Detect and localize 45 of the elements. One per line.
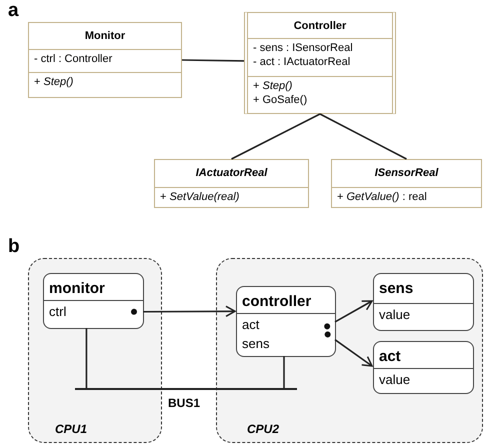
- cpu-region: [28, 258, 162, 443]
- reference-field: ctrl: [49, 303, 138, 322]
- class-name: Controller: [292, 19, 348, 34]
- class-name: ISensorReal: [374, 166, 440, 180]
- panel-letter: a: [8, 0, 19, 22]
- object-box: [236, 286, 336, 357]
- object-name: monitor: [49, 279, 106, 299]
- class-box: [28, 22, 182, 98]
- processor-label: CPU2: [247, 422, 280, 436]
- processor-label: CPU1: [55, 422, 88, 436]
- class-member: - act : IActuatorReal: [253, 55, 352, 70]
- class-member: + Step(): [34, 75, 74, 90]
- class-box: [244, 12, 396, 114]
- class-name: IActuatorReal: [194, 166, 268, 180]
- object-name: act: [379, 347, 402, 367]
- connector-line: [320, 113, 407, 160]
- connector-line: [231, 113, 320, 160]
- bus-line: [75, 388, 297, 390]
- class-member: + SetValue(real): [160, 190, 240, 204]
- connector-line: [86, 328, 88, 388]
- class-box: [154, 159, 309, 208]
- object-box: [373, 341, 474, 394]
- cpu-region: [216, 258, 483, 443]
- object-name: sens: [379, 279, 414, 299]
- reference-field: sens: [242, 334, 330, 354]
- arrow: [324, 331, 373, 367]
- object-box: [373, 273, 474, 331]
- object-box: [43, 273, 144, 329]
- class-member: + GoSafe(): [253, 93, 308, 108]
- attribute-name: value: [379, 371, 412, 389]
- class-name: Monitor: [84, 29, 126, 44]
- class-member: + GetValue() : real: [337, 190, 428, 204]
- panel-letter: b: [8, 236, 20, 258]
- reference-field: act: [242, 316, 330, 335]
- class-member: - sens : ISensorReal: [253, 41, 354, 56]
- class-member: + Step(): [253, 79, 294, 94]
- bus-label: BUS1: [168, 396, 200, 410]
- class-member: - ctrl : Controller: [34, 52, 114, 66]
- connector-line: [283, 356, 285, 388]
- connector-line: [182, 59, 244, 62]
- object-name: controller: [242, 292, 312, 312]
- arrow: [324, 300, 373, 330]
- attribute-name: value: [379, 306, 412, 324]
- arrow: [131, 306, 236, 318]
- class-box: [331, 159, 482, 208]
